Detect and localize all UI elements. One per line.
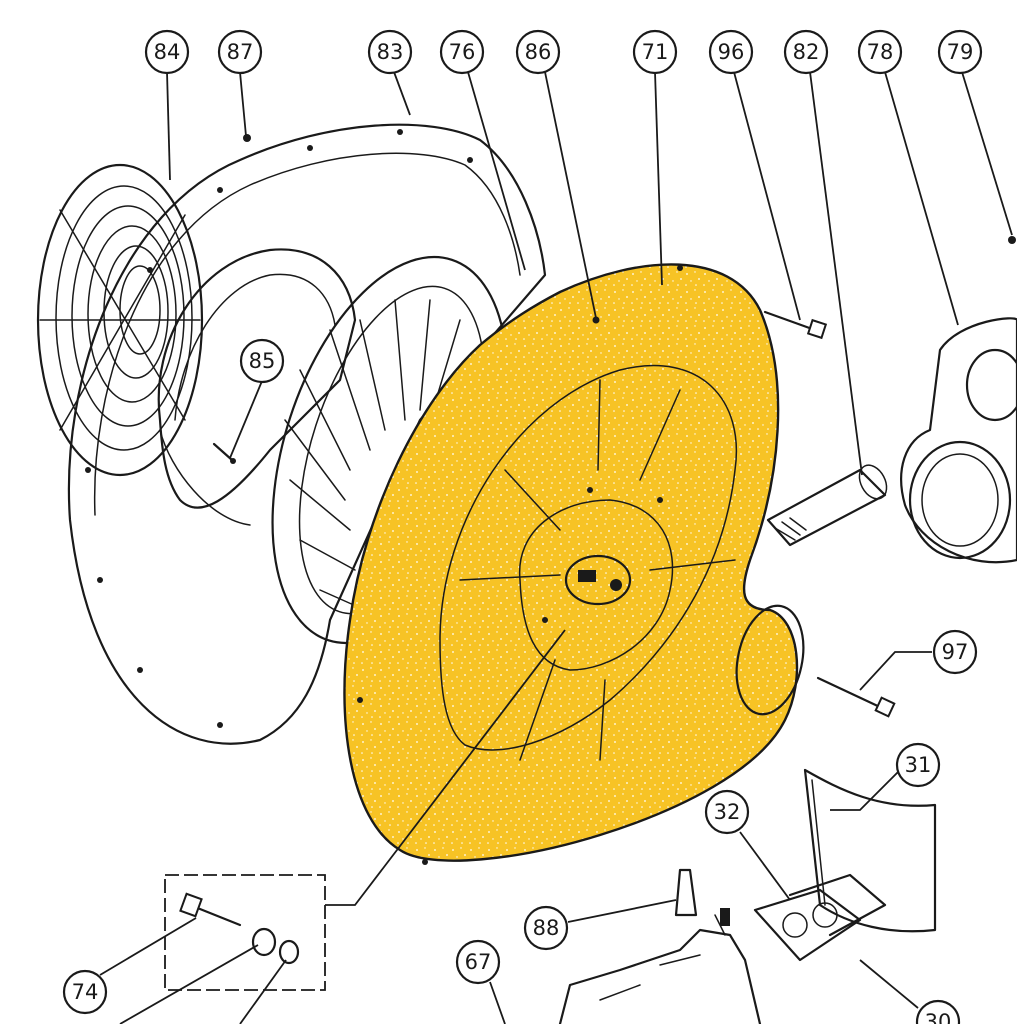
part-79-fastener xyxy=(1008,236,1016,244)
callout-circle-32 xyxy=(704,789,750,835)
blower-housing-cover-71 xyxy=(343,263,805,865)
callout-circle-76 xyxy=(439,29,485,75)
callout-circle-78 xyxy=(857,29,903,75)
callout-circle-31 xyxy=(895,742,941,788)
callout-circle-85 xyxy=(239,338,285,384)
callout-label-97: 97 xyxy=(942,640,969,664)
callout-31: 31 xyxy=(895,742,941,788)
callout-label-79: 79 xyxy=(947,40,974,64)
callout-circle-74 xyxy=(62,969,108,1015)
callout-circle-79 xyxy=(937,29,983,75)
callout-label-78: 78 xyxy=(867,40,894,64)
callout-label-88: 88 xyxy=(533,916,560,940)
callout-88: 88 xyxy=(523,905,569,951)
partial-callout-labels: 30 xyxy=(915,999,961,1024)
callout-circle-30 xyxy=(915,999,961,1024)
callout-83: 83 xyxy=(367,29,413,75)
fitting-78 xyxy=(900,317,1017,564)
part-87-fastener xyxy=(243,134,251,142)
callout-circle-83 xyxy=(367,29,413,75)
callout-label-96: 96 xyxy=(718,40,745,64)
callout-label-84: 84 xyxy=(154,40,181,64)
callout-label-32: 32 xyxy=(714,800,741,824)
nozzle-88 xyxy=(674,868,698,917)
pin-85 xyxy=(212,442,236,464)
callout-circle-88 xyxy=(523,905,569,951)
callout-circle-71 xyxy=(632,29,678,75)
callout-label-30: 30 xyxy=(925,1010,952,1024)
callout-circle-87 xyxy=(217,29,263,75)
callout-label-83: 83 xyxy=(377,40,404,64)
callout-label-82: 82 xyxy=(793,40,820,64)
callout-label-76: 76 xyxy=(449,40,476,64)
callout-74: 74 xyxy=(62,969,108,1015)
callout-32: 32 xyxy=(704,789,750,835)
callout-circle-84 xyxy=(144,29,190,75)
callout-circle-86 xyxy=(515,29,561,75)
callout-87: 87 xyxy=(217,29,263,75)
screw-97 xyxy=(816,676,896,718)
callout-label-74: 74 xyxy=(72,980,99,1004)
motor-shaft-82 xyxy=(766,464,888,547)
callout-label-31: 31 xyxy=(905,753,932,777)
callout-label-67: 67 xyxy=(465,950,492,974)
callout-label-71: 71 xyxy=(642,40,669,64)
callout-82: 82 xyxy=(783,29,829,75)
callout-78: 78 xyxy=(857,29,903,75)
callout-30: 30 xyxy=(915,999,961,1024)
callout-label-87: 87 xyxy=(227,40,254,64)
callout-79: 79 xyxy=(937,29,983,75)
callout-labels: 84 87 83 76 86 71 96 82 78 79 85 97 31 32 88 67 74 xyxy=(62,29,983,1015)
callout-85: 85 xyxy=(239,338,285,384)
screw-96 xyxy=(763,310,828,340)
callout-96: 96 xyxy=(708,29,754,75)
callout-67: 67 xyxy=(455,939,501,985)
heat-shield-31 xyxy=(803,768,937,933)
flange-bolt-holes xyxy=(85,129,473,728)
gas-valve-67 xyxy=(558,908,762,1024)
callout-circle-67 xyxy=(455,939,501,985)
hardware-kit-box xyxy=(164,874,326,991)
callout-circle-96 xyxy=(708,29,754,75)
leader-lines xyxy=(99,71,1013,1024)
housing-flange-83 xyxy=(67,123,547,745)
callout-71: 71 xyxy=(632,29,678,75)
callout-circle-82 xyxy=(783,29,829,75)
callout-label-86: 86 xyxy=(525,40,552,64)
callout-84: 84 xyxy=(144,29,190,75)
callout-97: 97 xyxy=(932,629,978,675)
gasket-32 xyxy=(753,873,887,962)
callout-label-85: 85 xyxy=(249,349,276,373)
callout-86: 86 xyxy=(515,29,561,75)
callout-76: 76 xyxy=(439,29,485,75)
callout-circle-97 xyxy=(932,629,978,675)
